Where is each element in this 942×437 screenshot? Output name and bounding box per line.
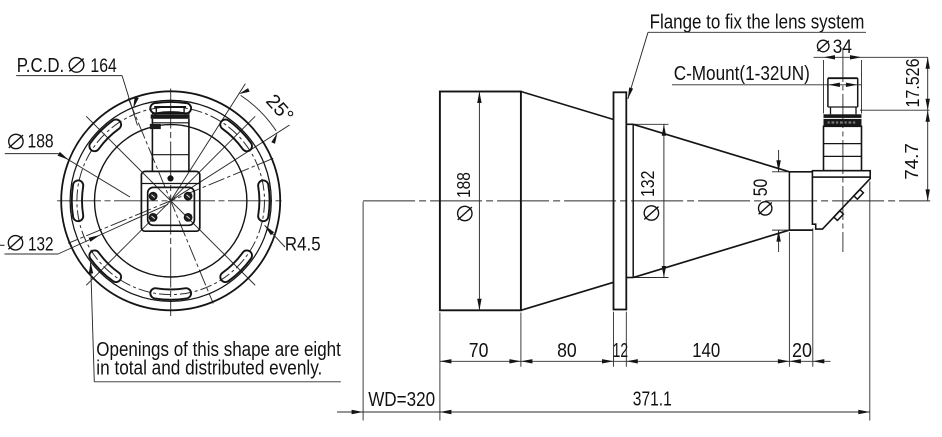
svg-text:132: 132 (637, 171, 658, 197)
svg-text:P.C.D.: P.C.D. (17, 55, 64, 77)
svg-text:Openings of this shape are eig: Openings of this shape are eight (96, 339, 341, 361)
svg-text:70: 70 (469, 340, 489, 362)
svg-text:371.1: 371.1 (633, 389, 672, 411)
svg-text:20: 20 (792, 340, 812, 362)
svg-text:188: 188 (453, 172, 474, 198)
svg-text:164: 164 (90, 56, 117, 77)
svg-text:80: 80 (557, 340, 577, 362)
svg-text:50: 50 (750, 179, 772, 197)
svg-text:132: 132 (28, 234, 54, 255)
svg-text:Flange to fix the lens system: Flange to fix the lens system (650, 12, 865, 34)
svg-text:R4.5: R4.5 (285, 234, 321, 255)
svg-text:34: 34 (833, 37, 853, 58)
svg-text:17.526: 17.526 (903, 59, 923, 108)
svg-text:140: 140 (692, 340, 720, 362)
svg-text:12: 12 (613, 340, 629, 362)
svg-text:74.7: 74.7 (902, 143, 922, 180)
svg-text:188: 188 (28, 132, 54, 153)
svg-text:C-Mount(1-32UN): C-Mount(1-32UN) (674, 63, 810, 85)
svg-text:WD=320: WD=320 (368, 388, 435, 411)
svg-text:in total and distributed evenl: in total and distributed evenly. (96, 358, 322, 380)
